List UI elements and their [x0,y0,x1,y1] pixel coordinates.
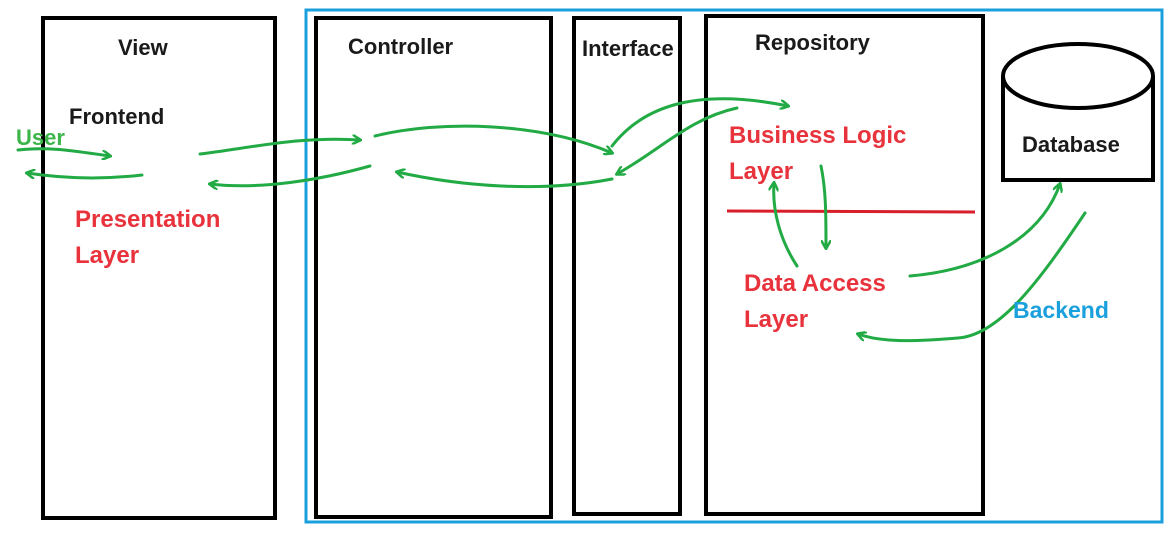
repository-box [704,14,985,516]
view-title: View [118,35,169,60]
arrow-user-in [16,147,110,156]
business-logic-layer-line1: Business Logic [729,122,906,149]
data-access-layer-line1: Data Access [744,270,886,297]
controller-title: Controller [348,34,454,59]
arrow-interface-to-repository [610,97,788,148]
flow-arrows [16,97,1087,343]
presentation-layer-line1: Presentation [75,206,220,233]
arrow-interface-to-controller [397,172,614,189]
interface-box [572,16,682,516]
arrow-view-to-controller [198,139,360,156]
layer-divider [726,209,976,214]
data-access-layer-line2: Layer [744,306,808,333]
arrow-repository-to-interface [617,106,739,174]
repository-title: Repository [755,30,871,55]
frontend-label: Frontend [69,104,164,129]
arrow-controller-to-view [210,164,372,186]
arrow-controller-to-interface [373,124,612,153]
interface-title: Interface [582,36,674,61]
database-cylinder [1001,42,1155,182]
presentation-layer-line2: Layer [75,242,139,269]
business-logic-layer-line2: Layer [729,158,793,185]
database-title: Database [1022,132,1120,157]
backend-label: Backend [1013,297,1109,323]
backend-frame [304,8,1164,524]
controller-box [314,16,553,519]
user-label: User [16,125,65,150]
view-box [41,16,277,520]
arrow-user-out [27,173,144,180]
arrow-business-to-data [819,164,826,248]
arrow-data-to-business [774,183,799,268]
arrow-database-to-data [858,211,1087,343]
arrow-data-to-database [908,184,1060,278]
